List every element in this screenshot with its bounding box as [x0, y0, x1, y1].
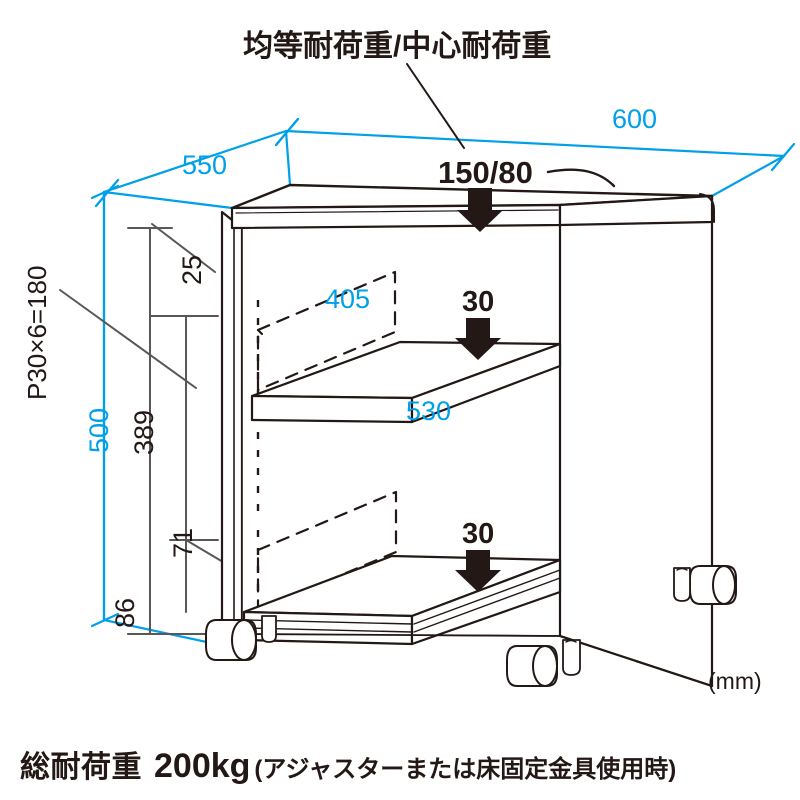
total-load-caption: 総耐荷重 200kg (アジャスターまたは床固定金具使用時) — [20, 742, 676, 786]
middle-shelf-right-edge — [410, 342, 562, 424]
dim-tick-500-top — [90, 184, 120, 200]
dim-line-600 — [284, 129, 786, 158]
drawing-title: 均等耐荷重/中心耐荷重 — [243, 30, 552, 63]
shelf-hidden-upper — [256, 270, 397, 392]
title-leader-line — [406, 63, 465, 149]
leader-150-80 — [546, 168, 616, 188]
load-label-shelf-upper: 30 — [462, 286, 495, 318]
cabinet-bottom-right-line — [559, 635, 713, 687]
total-load-value: 200kg — [154, 747, 251, 785]
shelf-hidden-lower — [256, 490, 398, 612]
unit-label: (mm) — [708, 668, 762, 694]
dimension-top-offset-25: 25 — [177, 254, 207, 285]
load-label-shelf-lower: 30 — [462, 518, 495, 550]
gray-dimension-lines — [59, 223, 251, 635]
leader-25 — [151, 223, 216, 273]
top-board-right-edge — [558, 194, 714, 227]
adjuster-front-left — [261, 615, 277, 643]
dim-ext-corner-top — [102, 190, 234, 210]
dimension-width-600: 600 — [612, 104, 658, 134]
top-board-corner-round — [699, 193, 715, 223]
total-load-note: (アジャスターまたは床固定金具使用時) — [254, 756, 677, 783]
load-arrow-top — [457, 188, 503, 232]
middle-shelf-front-edge — [250, 394, 414, 424]
load-arrow-shelf-lower — [455, 550, 501, 592]
dimension-shelf-width-530: 530 — [406, 396, 452, 426]
dim-ext-corner-mid — [284, 129, 292, 187]
dimension-depth-550: 550 — [182, 150, 228, 180]
caster-front-left — [205, 619, 257, 661]
total-load-label: 総耐荷重 — [20, 751, 142, 784]
leader-p30 — [59, 289, 197, 389]
left-side-panel — [220, 210, 244, 636]
adjuster-front-center — [562, 639, 581, 676]
adjuster-rear-right — [673, 567, 691, 602]
dimension-height-389: 389 — [129, 409, 159, 455]
dimension-pitch-note: P30×6=180 — [22, 265, 52, 400]
dimension-shelf-depth-405: 405 — [325, 284, 371, 314]
dimension-height-500: 500 — [84, 407, 114, 453]
caster-rear-right — [689, 565, 737, 605]
right-side-panel — [558, 194, 714, 688]
leader-title — [406, 63, 465, 149]
load-label-top: 150/80 — [438, 155, 533, 190]
dimension-height-86: 86 — [110, 597, 140, 628]
caster-front-center — [506, 645, 558, 687]
cabinet-bottom-front-line — [241, 633, 561, 637]
dim-line-550 — [102, 129, 288, 194]
load-arrow-shelf-upper — [455, 318, 501, 360]
top-board-front-edge — [230, 203, 562, 230]
top-board-edge-highlight — [235, 209, 559, 214]
load-arrows — [455, 188, 503, 592]
dimension-height-71: 71 — [168, 527, 198, 558]
dim-ext-corner-right — [710, 154, 786, 198]
cabinet-body — [205, 183, 737, 688]
